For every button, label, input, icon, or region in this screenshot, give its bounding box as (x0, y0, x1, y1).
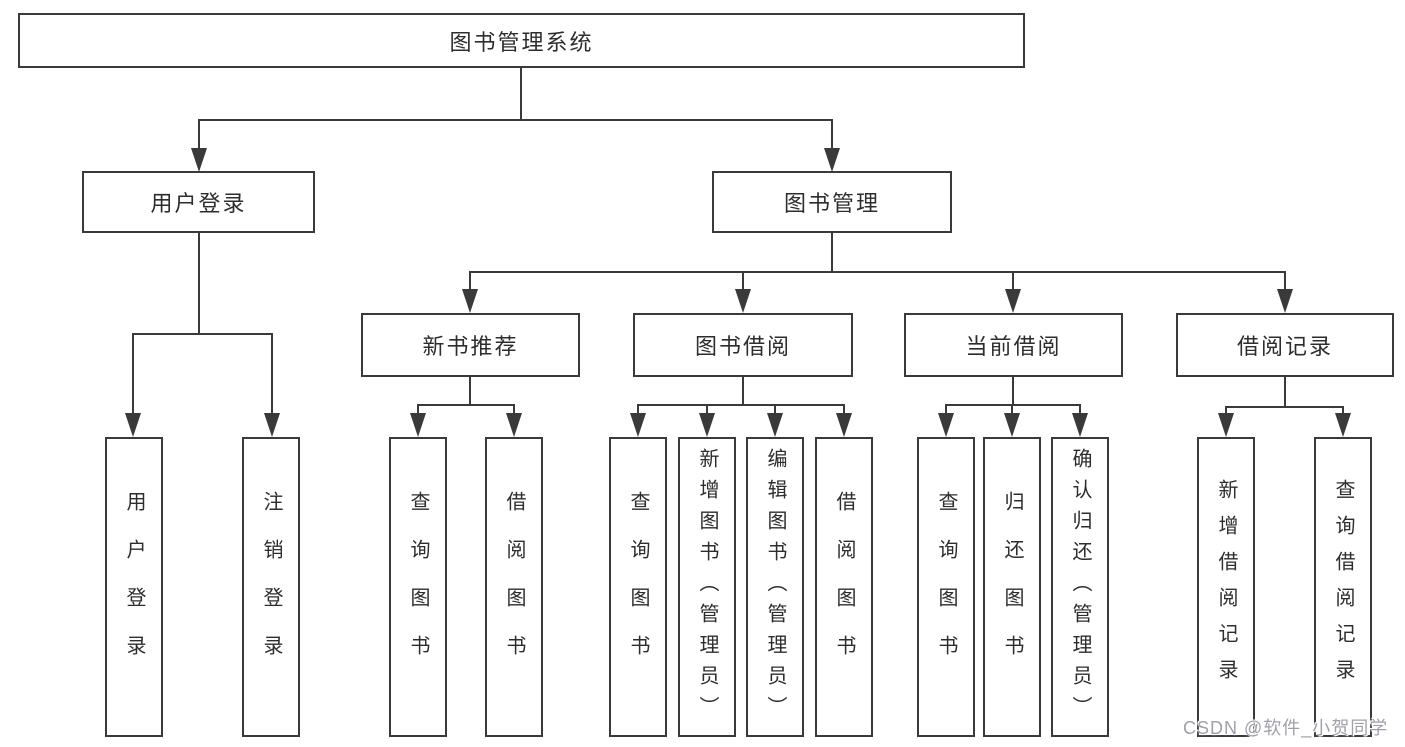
connector-hline (469, 271, 1286, 273)
arrow-down-icon (462, 289, 478, 313)
node-user-login: 用户登录 (82, 171, 315, 233)
node-book-borrowing: 图书借阅 (633, 313, 853, 377)
leaf-confirm-return-admin: 确认归还（管理员） (1051, 437, 1109, 737)
arrow-down-icon (1277, 289, 1293, 313)
arrow-stem (742, 272, 744, 291)
connector-vline (1284, 377, 1286, 407)
arrow-down-icon (630, 413, 646, 437)
arrow-stem (843, 405, 845, 415)
leaf-query-books: 查询图书 (609, 437, 667, 737)
arrow-down-icon (191, 148, 207, 172)
connector-hline (132, 333, 273, 335)
arrow-down-icon (836, 413, 852, 437)
connector-hline (1225, 406, 1344, 408)
arrow-stem (1284, 272, 1286, 291)
arrow-stem (831, 120, 833, 150)
arrow-stem (271, 334, 273, 415)
arrow-down-icon (767, 413, 783, 437)
connector-vline (469, 377, 471, 405)
leaf-add-books-admin: 新增图书（管理员） (678, 437, 736, 737)
arrow-down-icon (699, 413, 715, 437)
arrow-stem (417, 405, 419, 415)
arrow-down-icon (824, 148, 840, 172)
leaf-add-borrow-record: 新增借阅记录 (1197, 437, 1255, 737)
leaf-borrow-books: 借阅图书 (485, 437, 543, 737)
leaf-logout-login: 注销登录 (242, 437, 300, 737)
csdn-watermark: CSDN @软件_小贺同学 (1183, 718, 1389, 738)
arrow-down-icon (1072, 413, 1088, 437)
leaf-query-books: 查询图书 (389, 437, 447, 737)
arrow-down-icon (1218, 413, 1234, 437)
node-root-library-management-system: 图书管理系统 (18, 13, 1025, 68)
connector-hline (945, 404, 1081, 406)
arrow-down-icon (1004, 413, 1020, 437)
node-current-borrowing: 当前借阅 (904, 313, 1123, 377)
connector-vline (742, 377, 744, 405)
leaf-user-login: 用户登录 (105, 437, 163, 737)
arrow-down-icon (410, 413, 426, 437)
arrow-down-icon (1005, 289, 1021, 313)
node-borrowing-records: 借阅记录 (1176, 313, 1394, 377)
arrow-down-icon (125, 413, 141, 437)
arrow-stem (1079, 405, 1081, 415)
leaf-return-books: 归还图书 (983, 437, 1041, 737)
arrow-stem (1012, 272, 1014, 291)
arrow-stem (637, 405, 639, 415)
arrow-stem (1011, 405, 1013, 415)
arrow-down-icon (735, 289, 751, 313)
arrow-down-icon (506, 413, 522, 437)
connector-vline (198, 233, 200, 334)
arrow-stem (198, 120, 200, 150)
arrow-stem (945, 405, 947, 415)
arrow-down-icon (1335, 413, 1351, 437)
connector-vline (1012, 377, 1014, 405)
arrow-stem (1225, 407, 1227, 415)
connector-vline (831, 233, 833, 272)
arrow-stem (1342, 407, 1344, 415)
connector-hline (637, 404, 845, 406)
node-new-book-recommendation: 新书推荐 (361, 313, 580, 377)
arrow-stem (132, 334, 134, 415)
arrow-down-icon (264, 413, 280, 437)
leaf-query-books: 查询图书 (917, 437, 975, 737)
leaf-query-borrow-record: 查询借阅记录 (1314, 437, 1372, 737)
arrow-stem (469, 272, 471, 291)
arrow-stem (706, 405, 708, 415)
arrow-down-icon (938, 413, 954, 437)
node-book-management: 图书管理 (712, 171, 952, 233)
leaf-edit-books-admin: 编辑图书（管理员） (746, 437, 804, 737)
leaf-borrow-books: 借阅图书 (815, 437, 873, 737)
arrow-stem (513, 405, 515, 415)
connector-hline (198, 119, 833, 121)
connector-hline (417, 404, 515, 406)
arrow-stem (774, 405, 776, 415)
connector-vline (520, 68, 522, 120)
